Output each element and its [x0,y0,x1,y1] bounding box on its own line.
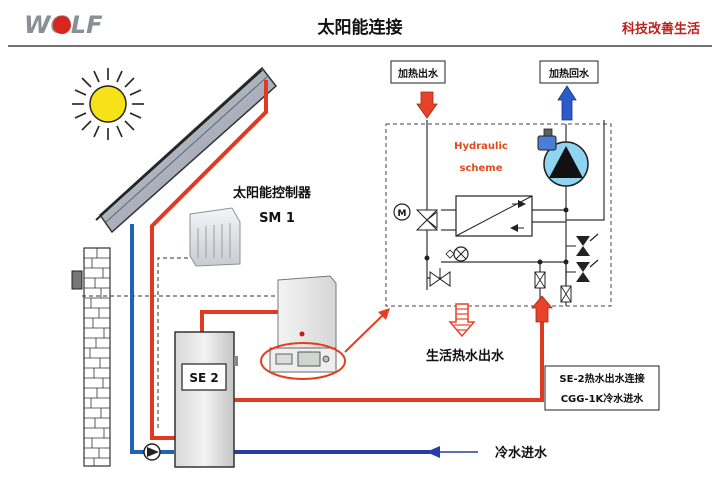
storage-tank: SE 2 [174,331,238,468]
solar-pump-icon [143,443,161,461]
flow-meter-icon [445,246,469,262]
wolf-logo: WOLF [24,11,103,39]
solar-controller: 太阳能控制器 SM 1 [189,185,312,267]
heating-out-label: 加热出水 [397,67,439,80]
motor-icon: M [393,203,411,221]
safety-valve-icons [566,233,599,282]
heating-out-group: 加热出水 [390,60,446,119]
cold-water-in-label: 冷水进水 [495,445,548,461]
heating-return-label: 加热回水 [548,67,590,80]
three-way-valve-icon [415,209,439,231]
logo-dot-icon [53,16,71,34]
heat-exchanger-icon [455,195,533,237]
page-title: 太阳能连接 [318,17,403,38]
connection-legend: SE-2热水出水连接 CGG-1K冷水进水 [544,365,660,411]
boiler-panel-highlight [260,342,346,380]
cold-in-arrowhead-icon [426,446,440,458]
boiler-display [297,351,321,367]
domestic-hot-out-arrow-icon [448,303,476,338]
hot-water-pipes [200,310,544,402]
brick-wall [71,247,111,467]
hydraulic-title-line2: scheme [460,163,503,174]
header: WOLF 太阳能连接 科技改善生活 [8,11,712,47]
motor-symbol: M [398,209,407,219]
controller-model-label: SM 1 [259,211,295,226]
hot-supply-arrow-icon [531,295,553,323]
sun-icon [72,68,144,140]
connection-line2: CGG-1K冷水进水 [561,392,645,405]
zoom-arrow [344,313,385,353]
heating-return-group: 加热回水 [539,60,599,121]
hydraulic-scheme: Hydraulic scheme [385,120,612,307]
cold-water-valve-icon [429,268,451,287]
storage-tank-label: SE 2 [189,371,218,385]
slogan: 科技改善生活 [622,21,700,37]
connection-line1: SE-2热水出水连接 [559,372,644,385]
heating-out-arrow-icon [416,91,438,119]
solar-collector [95,66,278,234]
hydraulic-title-line1: Hydraulic [454,141,508,152]
control-wires [82,257,278,430]
filter-icons [534,271,572,303]
wall-boiler [260,275,346,380]
outdoor-sensor-icon [71,270,83,290]
domestic-hot-out-label: 生活热水出水 [426,348,505,364]
zoom-arrowhead-icon [378,308,390,320]
cold-water-in-group: 冷水进水 [426,445,548,461]
controller-name-label: 太阳能控制器 [232,185,312,201]
circulation-pump-icon [537,128,589,187]
heating-return-arrow-icon [557,85,577,121]
